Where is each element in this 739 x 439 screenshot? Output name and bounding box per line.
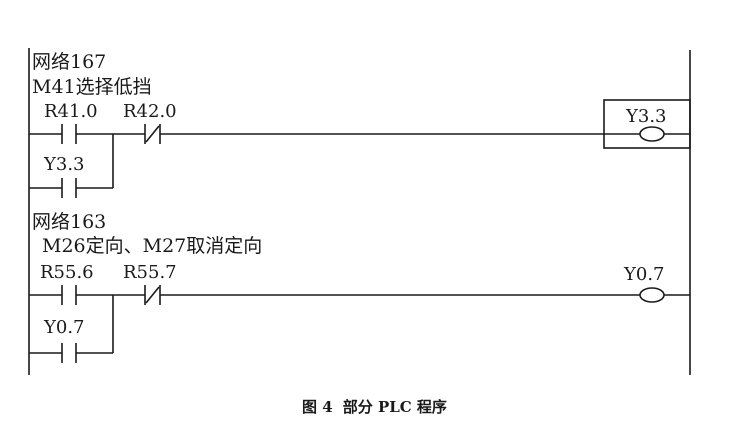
normally-open-contact [61,124,77,144]
output-coil [639,287,665,303]
output-coil [639,126,665,142]
rung [29,124,606,144]
rung: Y0.7 [29,264,690,305]
network-comment: M41选择低挡 [32,76,152,98]
network-title: 网络167 [32,51,106,73]
network-title: 网络163 [32,211,106,233]
figure-caption: 图 4 部分 PLC 程序 [0,396,739,417]
figure-number: 图 4 [302,398,333,416]
parallel-branch: Y0.7 [29,295,114,363]
normally-open-contact [61,285,77,305]
contact-label: R42.0 [123,101,177,122]
coil-label: Y0.7 [623,264,665,285]
normally-open-contact [61,343,77,363]
contact-label: Y3.3 [43,154,85,175]
contact-label: R55.6 [40,262,94,283]
normally-closed-contact [144,124,161,144]
normally-open-contact [61,178,77,198]
output-coil-box: Y3.3 [603,99,691,149]
contact-label: Y0.7 [43,317,85,338]
normally-closed-contact [144,285,161,305]
coil-label: Y3.3 [625,106,667,127]
contact-label: R41.0 [44,101,98,122]
network-163: 网络163 M26定向、M27取消定向 R55.6 R55.7 Y0.7 [29,211,690,363]
network-167: 网络167 M41选择低挡 R41.0 R42.0 [29,51,691,198]
parallel-branch: Y3.3 [29,134,114,198]
contact-label: R55.7 [123,262,177,283]
network-comment: M26定向、M27取消定向 [42,235,262,257]
figure-title: 部分 PLC 程序 [342,398,447,416]
